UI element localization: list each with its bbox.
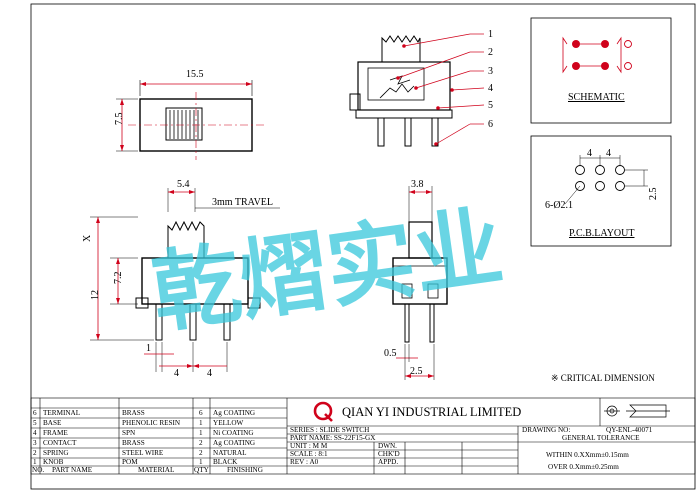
bom-row-part: TERMINAL bbox=[43, 409, 80, 417]
drawing-no: QY-ENL-40071 bbox=[606, 426, 653, 434]
bom-row-no: 6 bbox=[33, 409, 37, 417]
bom-row-finish: YELLOW bbox=[213, 419, 244, 427]
schematic-symbol bbox=[562, 36, 632, 74]
scale-label: SCALE : 8:1 bbox=[290, 450, 328, 458]
callout-1: 1 bbox=[488, 29, 493, 40]
bom-row-material: STEEL WIRE bbox=[122, 449, 164, 457]
appd-label: APPD. bbox=[378, 458, 398, 466]
bom-row-finish: NATURAL bbox=[213, 449, 247, 457]
pcb-pitch-b: 4 bbox=[606, 148, 611, 159]
bom-table: 6 TERMINAL BRASS 6 Ag COATING 5 BASE PHE… bbox=[32, 409, 263, 474]
part-name-label: PART NAME: SS-22F15-GX bbox=[290, 434, 376, 442]
bom-row-qty: 1 bbox=[199, 429, 203, 437]
bom-header-qty: QTY bbox=[194, 466, 210, 474]
dim-pitch-a: 4 bbox=[174, 368, 179, 379]
callout-2: 2 bbox=[488, 47, 493, 58]
bom-row-material: BRASS bbox=[122, 409, 145, 417]
company-name: QIAN YI INDUSTRIAL LIMITED bbox=[342, 405, 521, 419]
pcb-hole: 6-Ø2.1 bbox=[545, 200, 573, 211]
bom-row-material: BRASS bbox=[122, 439, 145, 447]
bom-row-no: 3 bbox=[33, 439, 37, 447]
dim-pin-t: 0.5 bbox=[384, 348, 397, 359]
dim-pin-dia: 1 bbox=[146, 343, 151, 354]
bom-row-material: SPN bbox=[122, 429, 136, 437]
pcb-box bbox=[530, 135, 672, 247]
bom-row-qty: 6 bbox=[199, 409, 203, 417]
front-view: 5.4 3mm TRAVEL X 7.2 12 1 4 4 bbox=[82, 179, 280, 379]
side-view: 3.8 0.5 2.5 bbox=[384, 179, 448, 380]
pcb-pitch-a: 4 bbox=[587, 148, 592, 159]
bom-row-no: 4 bbox=[33, 429, 37, 437]
dim-side-width: 3.8 bbox=[411, 179, 424, 190]
bom-row-no: 1 bbox=[33, 458, 37, 466]
dim-top-height: 7.5 bbox=[114, 113, 125, 126]
bom-header-no: NO. bbox=[32, 466, 44, 474]
sheet-border bbox=[30, 3, 696, 490]
dim-x: X bbox=[82, 234, 93, 242]
dim-knob-offset: 5.4 bbox=[177, 179, 190, 190]
bom-row-qty: 1 bbox=[199, 458, 203, 466]
bom-row-part: SPRING bbox=[43, 449, 69, 457]
company-logo bbox=[313, 401, 333, 422]
critical-note: ※ CRITICAL DIMENSION bbox=[551, 373, 655, 383]
pcb-row: 2.5 bbox=[648, 188, 659, 201]
pcb-label: P.C.B.LAYOUT bbox=[569, 228, 634, 239]
projection-symbol bbox=[604, 404, 670, 418]
bom-header-material: MATERIAL bbox=[138, 466, 174, 474]
bom-row-no: 5 bbox=[33, 419, 37, 427]
bom-row-part: FRAME bbox=[43, 429, 68, 437]
title-block bbox=[30, 397, 696, 475]
watermark: 乾熠实业 bbox=[147, 199, 509, 344]
bom-row-no: 2 bbox=[33, 449, 37, 457]
unit-label: UNIT : M M bbox=[290, 442, 328, 450]
dim-h1: 7.2 bbox=[113, 272, 124, 285]
bom-row-part: BASE bbox=[43, 419, 62, 427]
schematic-label: SCHEMATIC bbox=[568, 92, 625, 103]
bom-row-finish: Ni COATING bbox=[213, 429, 254, 437]
dim-pin-l: 2.5 bbox=[410, 366, 423, 377]
callout-3: 3 bbox=[488, 66, 493, 77]
cross-view bbox=[349, 35, 453, 147]
bom-row-finish: Ag COATING bbox=[213, 409, 255, 417]
bom-row-finish: BLACK bbox=[213, 458, 238, 466]
dwn-label: DWN. bbox=[378, 442, 397, 450]
bom-row-part: CONTACT bbox=[43, 439, 77, 447]
tolerance-within: WITHIN 0.XXmm±0.15mm bbox=[546, 451, 629, 459]
chkd-label: CHK'D bbox=[378, 450, 400, 458]
dim-travel: 3mm TRAVEL bbox=[212, 197, 273, 208]
dim-top-width: 15.5 bbox=[186, 69, 204, 80]
series-label: SERIES : SLIDE SWITCH bbox=[290, 426, 369, 434]
bom-row-finish: Ag COATING bbox=[213, 439, 255, 447]
bom-row-part: KNOB bbox=[43, 458, 64, 466]
rev-label: REV : A0 bbox=[290, 458, 319, 466]
bom-header-part: PART NAME bbox=[52, 466, 93, 474]
tolerance-title: GENERAL TOLERANCE bbox=[562, 434, 640, 442]
dim-h2: 12 bbox=[90, 290, 101, 300]
bom-row-qty: 2 bbox=[199, 449, 203, 457]
schematic-box bbox=[530, 17, 672, 124]
callouts bbox=[397, 33, 485, 145]
drawing-no-label: DRAWING NO: bbox=[522, 426, 570, 434]
bom-header-finish: FINISHING bbox=[227, 466, 263, 474]
bom-row-qty: 1 bbox=[199, 419, 203, 427]
callout-5: 5 bbox=[488, 100, 493, 111]
callout-4: 4 bbox=[488, 83, 493, 94]
dim-pitch-b: 4 bbox=[207, 368, 212, 379]
bom-row-qty: 2 bbox=[199, 439, 203, 447]
top-view: 15.5 7.5 bbox=[114, 69, 264, 160]
pcb-holes bbox=[575, 165, 625, 191]
bom-row-material: POM bbox=[122, 458, 138, 466]
callout-6: 6 bbox=[488, 119, 493, 130]
tolerance-over: OVER 0.Xmm±0.25mm bbox=[548, 463, 619, 471]
bom-row-material: PHENOLIC RESIN bbox=[122, 419, 181, 427]
